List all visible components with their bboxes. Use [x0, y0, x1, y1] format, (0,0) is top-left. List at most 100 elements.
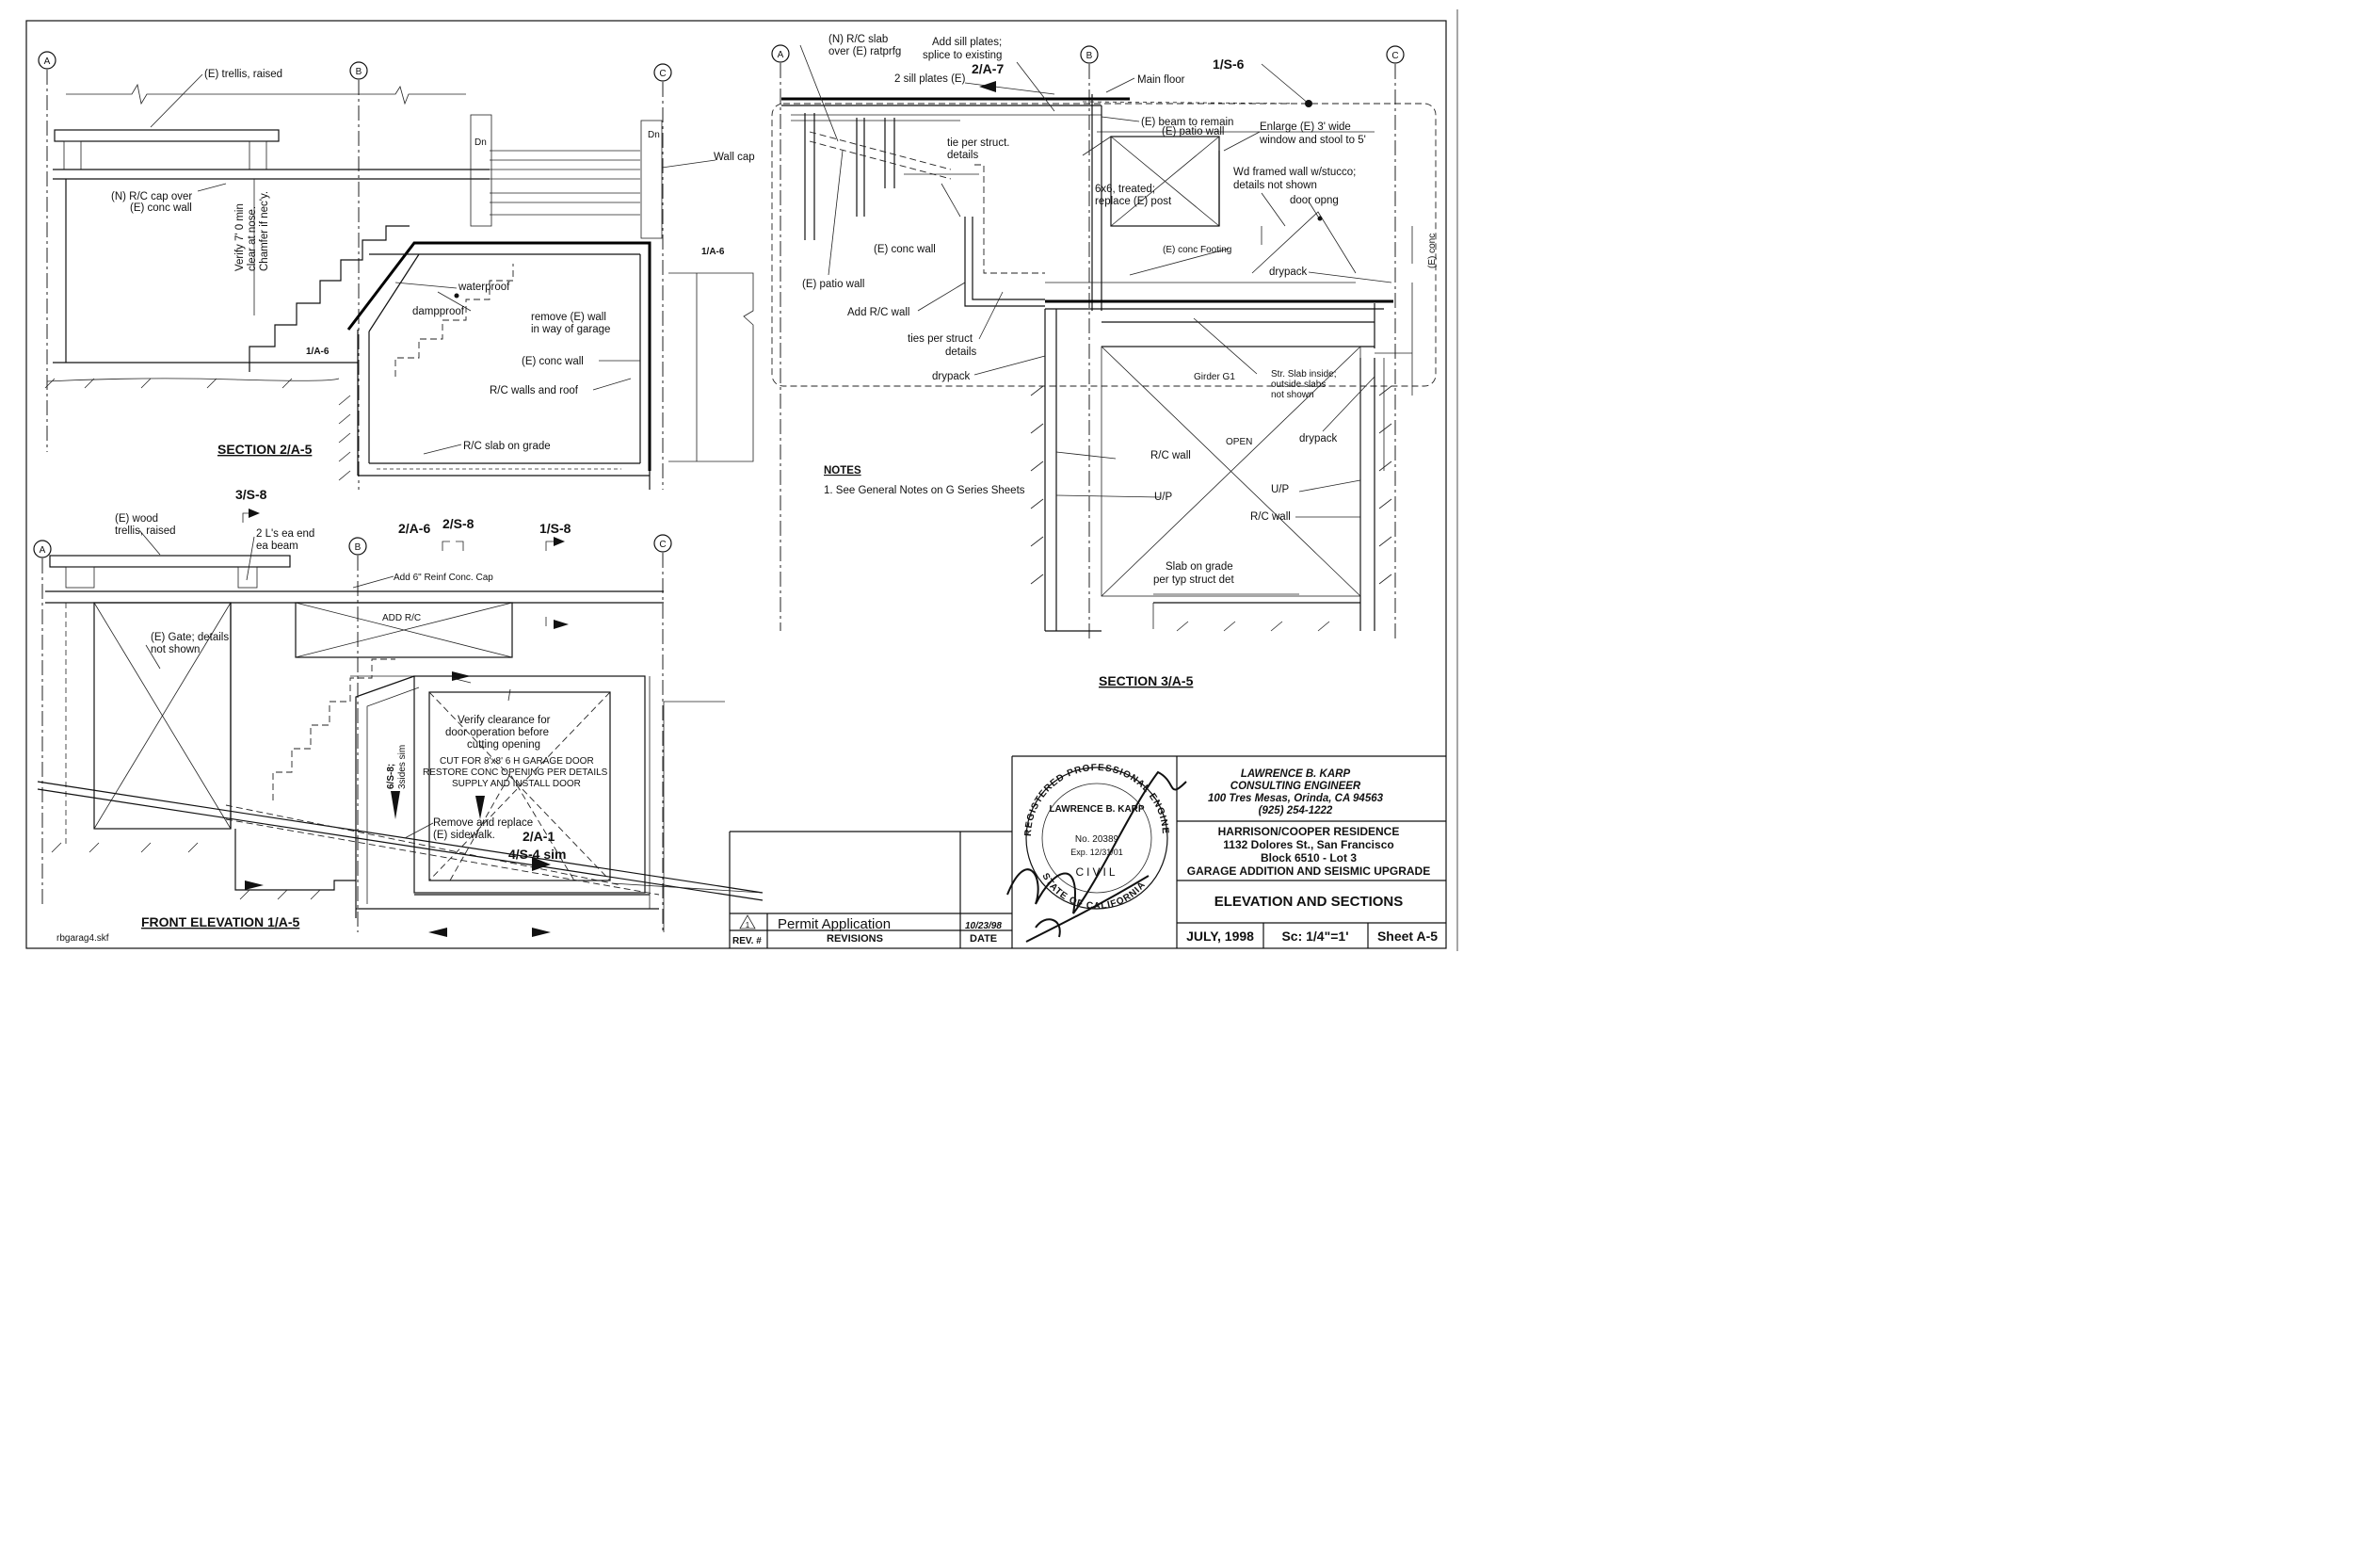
file-name: rbgarag4.skf — [56, 933, 109, 944]
label-open: OPEN — [1226, 437, 1252, 447]
stamp-name: LAWRENCE B. KARP — [1049, 804, 1144, 815]
section-3-drawing: A B C — [771, 34, 1438, 688]
grid-marker-c-s3: C — [1386, 45, 1405, 64]
label-verify-1: Verify 7' 0 min — [234, 203, 246, 271]
label-remove-wall-2: in way of garage — [531, 324, 610, 335]
ref-2-a1: 2/A-1 — [523, 829, 555, 844]
svg-text:REGISTERED PROFESSIONAL ENGINE: REGISTERED PROFESSIONAL ENGINEER — [0, 0, 1170, 836]
label-conc-cap: Add 6" Reinf Conc. Cap — [394, 573, 493, 583]
grid-marker-b: B — [349, 61, 368, 80]
project-block: Block 6510 - Lot 3 — [1261, 851, 1357, 864]
label-slab-grade-2: per typ struct det — [1153, 574, 1234, 586]
stamp-discipline: CIVIL — [1075, 865, 1118, 879]
section-2-title: SECTION 2/A-5 — [217, 442, 313, 457]
title-block: LAWRENCE B. KARP CONSULTING ENGINEER 100… — [1012, 755, 1446, 948]
ref-2-a7: 2/A-7 — [972, 61, 1004, 76]
label-e-conc: (E) conc — [1427, 234, 1438, 268]
label-rc-slab-1: (N) R/C slab — [828, 34, 888, 45]
label-enlarge-2: window and stool to 5' — [1259, 135, 1366, 146]
label-verify-clearance-1: Verify clearance for — [458, 715, 551, 726]
project-name: HARRISON/COOPER RESIDENCE — [1218, 825, 1400, 838]
ref-2-s8: 2/S-8 — [442, 516, 474, 531]
label-ls-2: ea beam — [256, 541, 298, 552]
label-str-slab-2: outside slabs — [1271, 380, 1326, 390]
label-sill-plates: 2 sill plates (E) — [894, 73, 966, 85]
label-wood-trellis-2: trellis, raised — [115, 525, 176, 537]
label-remove-sidewalk-1: Remove and replace — [433, 817, 533, 829]
label-gate-2: not shown — [151, 644, 200, 655]
drawing-sheet: A B C — [0, 0, 1458, 951]
engineer-name: LAWRENCE B. KARP — [1241, 768, 1351, 780]
svg-text:B: B — [1086, 51, 1093, 61]
label-enlarge-1: Enlarge (E) 3' wide — [1260, 121, 1351, 133]
ref-1-a6-bottom: 1/A-6 — [306, 347, 330, 357]
svg-text:A: A — [778, 50, 784, 60]
svg-text:B: B — [356, 67, 362, 77]
engineer-phone: (925) 254-1222 — [1259, 805, 1333, 816]
label-ls-1: 2 L's ea end — [256, 528, 314, 540]
label-sill-1: Add sill plates; — [932, 37, 1002, 48]
label-str-slab-1: Str. Slab inside; — [1271, 369, 1336, 380]
ref-4-s4: 4/S-4 sim — [508, 847, 566, 862]
section-3-title: SECTION 3/A-5 — [1099, 673, 1194, 688]
label-cut-door-2: RESTORE CONC OPENING PER DETAILS — [423, 767, 608, 778]
label-rc-wall-right: R/C wall — [1250, 511, 1291, 523]
sheet-title: ELEVATION AND SECTIONS — [1214, 894, 1404, 910]
label-conc-wall: (E) conc wall — [522, 356, 584, 367]
svg-text:A: A — [40, 545, 46, 556]
label-trellis: (E) trellis, raised — [204, 69, 282, 80]
label-main-floor: Main floor — [1137, 74, 1185, 86]
label-tie-1: tie per struct. — [947, 137, 1009, 149]
grid-marker-a-fe: A — [33, 540, 52, 558]
label-beam: (E) beam to remain — [1141, 117, 1233, 128]
ref-6-s8: 6/S-8; — [386, 764, 396, 789]
ref-3-s8: 3/S-8 — [235, 487, 267, 502]
label-drypack-right: drypack — [1269, 267, 1308, 278]
label-rc-slab-2: over (E) ratprfg — [828, 46, 901, 57]
label-str-slab-3: not shown — [1271, 390, 1314, 400]
sheet-border — [25, 20, 1447, 949]
front-elevation-drawing: A B C — [33, 487, 764, 944]
label-add-rc-wall: Add R/C wall — [847, 307, 909, 318]
label-rc-cap: (N) R/C cap over — [111, 191, 192, 202]
label-wood-trellis-1: (E) wood — [115, 513, 158, 525]
label-dn-1: Dn — [474, 137, 487, 148]
notes-heading: NOTES — [824, 465, 861, 477]
grid-marker-a-s3: A — [771, 44, 790, 63]
engineer-role: CONSULTING ENGINEER — [1230, 781, 1361, 792]
label-wd-wall-1: Wd framed wall w/stucco; — [1233, 167, 1356, 178]
label-verify-3: Chamfer if nec'y. — [259, 191, 270, 271]
stamp-ring-top: REGISTERED PROFESSIONAL ENGINEER — [0, 0, 1169, 836]
label-ties-1: ties per struct — [908, 333, 973, 345]
ref-1-s6: 1/S-6 — [1213, 57, 1245, 72]
col-date: DATE — [970, 933, 997, 945]
sheet-date: JULY, 1998 — [1186, 929, 1254, 944]
label-up-left: U/P — [1154, 492, 1173, 503]
revisions-block: 1 Permit Application 10/23/98 REV. # REV… — [729, 756, 1013, 948]
project-street: 1132 Dolores St., San Francisco — [1223, 838, 1393, 851]
label-dampproof: dampproof — [412, 306, 465, 317]
label-verify-clearance-3: cutting opening — [467, 739, 540, 751]
label-door-opng: door opng — [1290, 195, 1339, 206]
rev-symbol: 1 — [746, 921, 750, 929]
label-verify-clearance-2: door operation before — [445, 727, 549, 738]
label-tie-2: details — [947, 150, 978, 161]
svg-text:C: C — [1391, 51, 1398, 61]
svg-text:C: C — [659, 540, 666, 550]
col-rev: REV. # — [732, 936, 762, 946]
section-2-drawing: A B C — [38, 51, 755, 490]
project-scope: GARAGE ADDITION AND SEISMIC UPGRADE — [1187, 864, 1430, 878]
notes-item-1: 1. See General Notes on G Series Sheets — [824, 485, 1025, 496]
label-drypack-left: drypack — [932, 371, 971, 382]
label-post-1: 6x6, treated; — [1095, 184, 1155, 195]
ref-1-s8: 1/S-8 — [539, 521, 571, 536]
label-drypack-low: drypack — [1299, 433, 1338, 444]
label-wall-cap: Wall cap — [714, 152, 755, 163]
label-post-2: replace (E) post — [1095, 196, 1172, 207]
stamp-exp: Exp. 12/31/01 — [1070, 848, 1123, 857]
revision-date: 10/23/98 — [965, 921, 1002, 931]
label-cut-door-1: CUT FOR 8'x8' 6 H GARAGE DOOR — [440, 756, 594, 767]
revision-description: Permit Application — [778, 916, 891, 932]
grid-marker-c: C — [653, 63, 672, 82]
svg-text:A: A — [44, 57, 51, 67]
